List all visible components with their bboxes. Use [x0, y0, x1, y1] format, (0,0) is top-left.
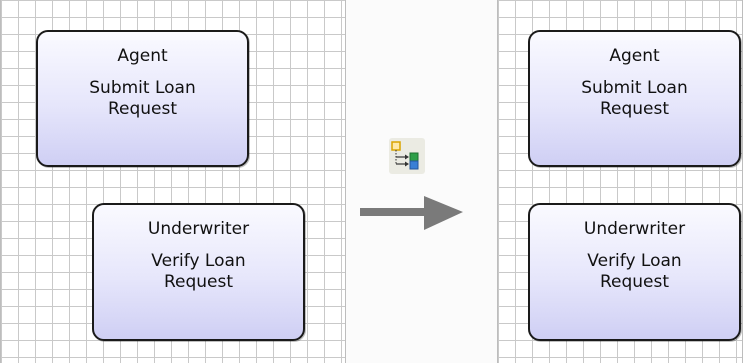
diagram-canvas-after: Agent Submit Loan Request Underwriter Ve…: [497, 0, 743, 363]
node-role-label: Underwriter: [583, 219, 686, 239]
node-task-label: Verify Loan Request: [587, 251, 682, 292]
process-node-agent[interactable]: Agent Submit Loan Request: [36, 30, 249, 167]
node-role-label: Agent: [117, 46, 168, 66]
node-task-label: Verify Loan Request: [151, 251, 246, 292]
node-role-label: Underwriter: [147, 219, 250, 239]
node-task-label: Submit Loan Request: [581, 78, 688, 119]
node-task-label: Submit Loan Request: [89, 78, 196, 119]
process-node-underwriter[interactable]: Underwriter Verify Loan Request: [528, 203, 741, 341]
align-layout-icon[interactable]: [389, 138, 425, 174]
transform-arrow-icon: [360, 196, 463, 230]
diagram-canvas-before: Agent Submit Loan Request Underwriter Ve…: [0, 0, 346, 363]
process-node-underwriter[interactable]: Underwriter Verify Loan Request: [92, 203, 305, 341]
node-role-label: Agent: [609, 46, 660, 66]
process-node-agent[interactable]: Agent Submit Loan Request: [528, 30, 741, 167]
